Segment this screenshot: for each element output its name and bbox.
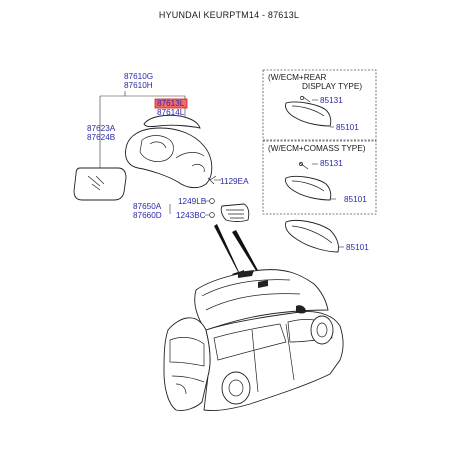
label-1249LB: 1249LB [178, 197, 207, 206]
label-87610H: 87610H [124, 81, 153, 90]
label-87650A: 87650A [133, 202, 162, 211]
vehicle-illustration [163, 269, 344, 411]
box1-title-line1: (W/ECM+REAR [268, 73, 327, 82]
location-arrows [214, 224, 264, 286]
label-87623A: 87623A [87, 124, 116, 133]
label-1129EA: 1129EA [220, 177, 249, 186]
mirror-assembly [73, 91, 250, 222]
label-87613L: 87613L [157, 99, 185, 108]
box1-title-line2: DISPLAY TYPE) [302, 82, 362, 91]
box1-label-85131: 85131 [320, 96, 343, 105]
page-title: HYUNDAI KEURPTM14 - 87613L [158, 10, 300, 20]
box2-label-85131: 85131 [320, 159, 343, 168]
label-1243BC: 1243BC [176, 211, 206, 220]
highlight-87613L [154, 98, 188, 109]
label-87614L: 87614L [157, 108, 185, 117]
box2-title: (W/ECM+COMASS TYPE) [268, 144, 366, 153]
label-87610G: 87610G [124, 72, 153, 81]
option-box-compass [262, 140, 377, 215]
box2-label-85101: 85101 [344, 195, 367, 204]
rear-view-mirror-standard [285, 219, 344, 253]
label-85101-standard: 85101 [346, 243, 369, 252]
label-87660D: 87660D [133, 211, 162, 220]
option-box-rear-display [262, 69, 377, 141]
label-87624B: 87624B [87, 133, 116, 142]
box1-label-85101: 85101 [336, 123, 359, 132]
